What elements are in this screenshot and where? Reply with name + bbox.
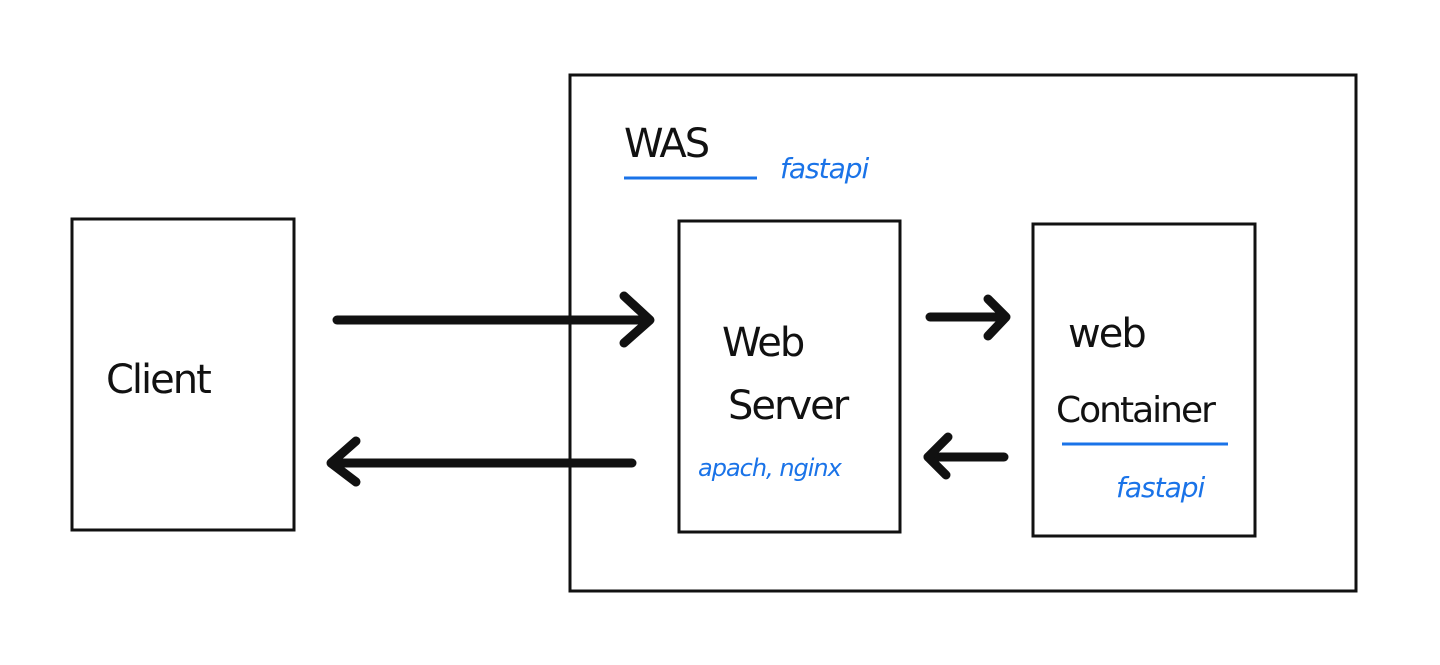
web-server-label-line1: Web xyxy=(722,320,804,366)
web-server-examples: apach, nginx xyxy=(698,454,843,482)
client-box-border xyxy=(70,217,296,532)
web-server-label-line2: Server xyxy=(728,383,850,429)
client-box: Client xyxy=(70,217,296,532)
web-server-box: Web Server apach, nginx xyxy=(677,219,902,534)
arrow-web-server-to-client xyxy=(326,436,637,487)
web-container-framework-note: fastapi xyxy=(1116,471,1206,504)
was-box-border xyxy=(568,73,1358,593)
was-framework-note: fastapi xyxy=(780,152,870,185)
client-label: Client xyxy=(106,357,211,403)
web-server-box-border xyxy=(677,219,902,534)
was-box: WAS fastapi xyxy=(568,73,1358,593)
was-title: WAS xyxy=(624,121,709,167)
arrow-web-container-to-web-server-head xyxy=(923,432,953,480)
arrow-web-container-to-web-server xyxy=(923,432,1009,480)
arrow-client-to-web-server xyxy=(332,291,655,348)
web-container-label-line1: web xyxy=(1068,311,1145,357)
arrow-web-server-to-client-head xyxy=(326,436,361,487)
arrow-web-server-to-web-container-head xyxy=(983,294,1011,341)
web-container-label-line2: Container xyxy=(1056,390,1216,431)
arrow-web-server-to-web-container xyxy=(925,294,1011,341)
web-container-box: web Container fastapi xyxy=(1031,222,1257,538)
web-container-box-border xyxy=(1031,222,1257,538)
arrow-client-to-web-server-head xyxy=(619,291,655,348)
